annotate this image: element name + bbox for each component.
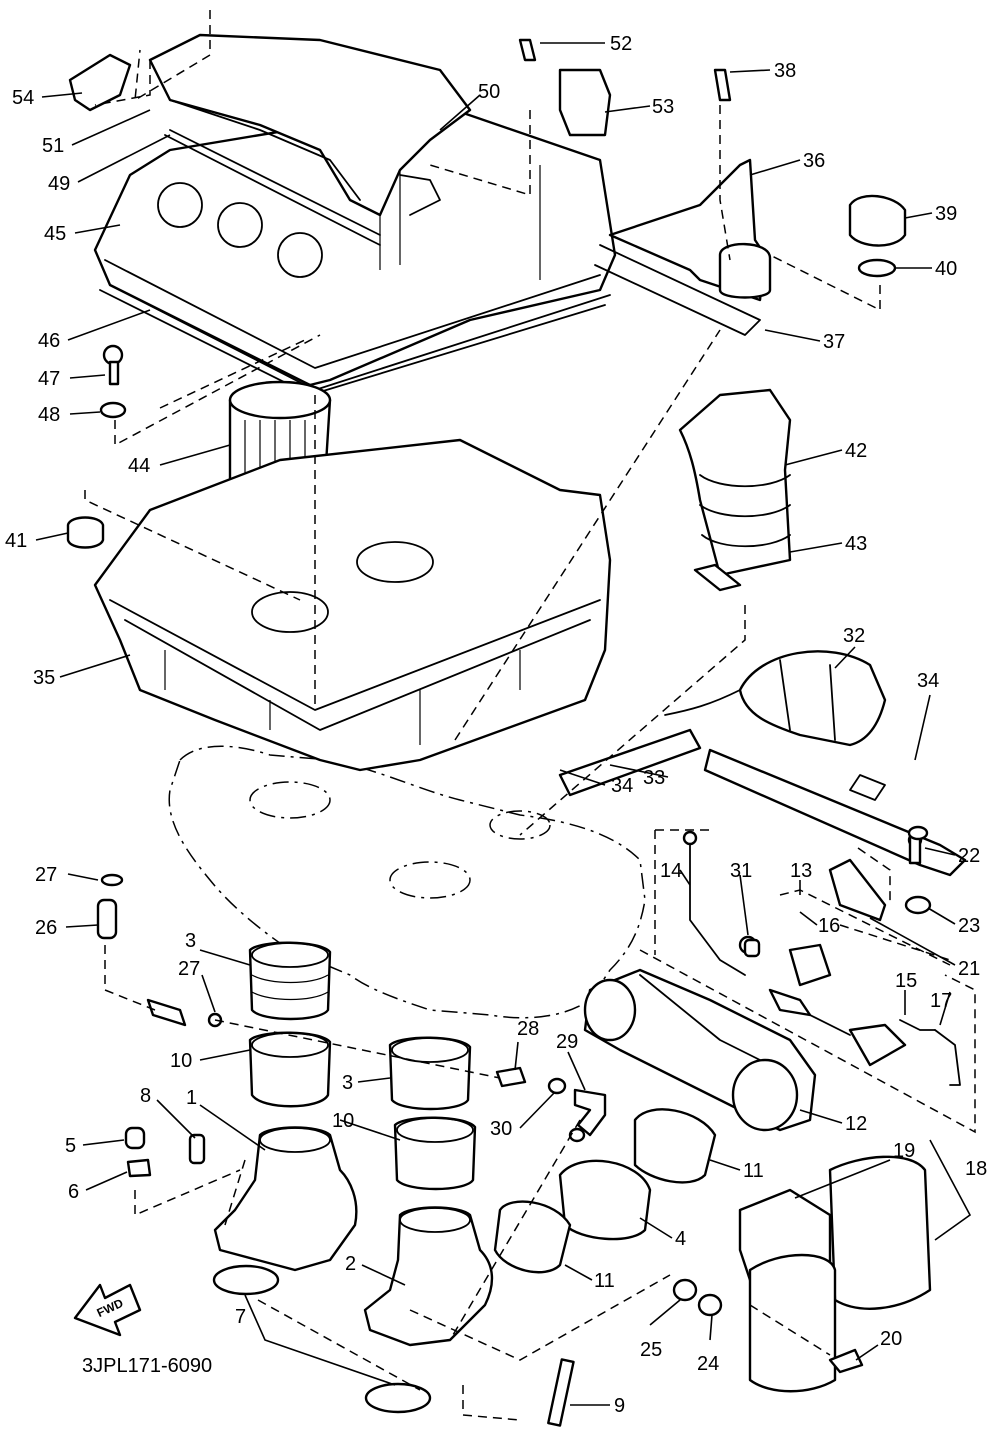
callout-17: 17 xyxy=(930,990,952,1012)
intake-hose xyxy=(678,388,792,592)
callout-50: 50 xyxy=(478,81,500,103)
callout-20: 20 xyxy=(880,1328,902,1350)
engine-phantom-outline xyxy=(168,745,646,1019)
callout-31: 31 xyxy=(730,860,752,882)
callout-32: 32 xyxy=(843,625,865,647)
callout-23: 23 xyxy=(958,915,980,937)
callout-22: 22 xyxy=(958,845,980,867)
callout-8: 8 xyxy=(140,1085,151,1107)
callout-6: 6 xyxy=(68,1181,79,1203)
callout-34-lower: 34 xyxy=(611,775,633,797)
callout-45: 45 xyxy=(44,223,66,245)
callout-1: 1 xyxy=(186,1087,197,1109)
callout-54: 54 xyxy=(12,87,34,109)
throttle-joints xyxy=(493,1108,717,1274)
callout-labels: 54 51 49 45 46 47 48 44 41 35 52 50 53 3… xyxy=(5,33,987,1417)
sensor-bracket xyxy=(594,158,772,336)
leader-lines xyxy=(35,42,972,1406)
callout-13: 13 xyxy=(790,860,812,882)
throttle-body xyxy=(583,968,817,1132)
intake-manifolds xyxy=(212,1126,494,1414)
canister-and-hoses xyxy=(558,650,967,877)
callout-3-lower: 3 xyxy=(342,1072,353,1094)
callout-19: 19 xyxy=(893,1140,915,1162)
intake-duct xyxy=(148,33,472,236)
callout-7: 7 xyxy=(235,1306,246,1328)
callout-12: 12 xyxy=(845,1113,867,1135)
callout-47: 47 xyxy=(38,368,60,390)
callout-28: 28 xyxy=(517,1018,539,1040)
callout-27-upper: 27 xyxy=(35,864,57,886)
callout-43: 43 xyxy=(845,533,867,555)
heat-shields xyxy=(738,1155,932,1393)
callout-4: 4 xyxy=(675,1228,686,1250)
callout-9: 9 xyxy=(614,1395,625,1417)
callout-24: 24 xyxy=(697,1353,719,1375)
callout-34-upper: 34 xyxy=(917,670,939,692)
callout-10-lower: 10 xyxy=(332,1110,354,1132)
callout-26: 26 xyxy=(35,917,57,939)
callout-5: 5 xyxy=(65,1135,76,1157)
callout-48: 48 xyxy=(38,404,60,426)
airbox-case xyxy=(93,438,612,772)
callout-18: 18 xyxy=(965,1158,987,1180)
callout-52: 52 xyxy=(610,33,632,55)
callout-10-upper: 10 xyxy=(170,1050,192,1072)
callout-39: 39 xyxy=(935,203,957,225)
callout-42: 42 xyxy=(845,440,867,462)
callout-21: 21 xyxy=(958,958,980,980)
intake-joints xyxy=(248,941,477,1191)
callout-49: 49 xyxy=(48,173,70,195)
assembly-lines xyxy=(84,10,976,1421)
callout-14: 14 xyxy=(660,860,682,882)
small-parts xyxy=(66,38,929,1427)
callout-53: 53 xyxy=(652,96,674,118)
callout-11-upper: 11 xyxy=(743,1160,764,1182)
diagram-code: 3JPL171-6090 xyxy=(82,1355,212,1377)
sensor-wiring xyxy=(682,830,961,1086)
callout-15: 15 xyxy=(895,970,917,992)
callout-46: 46 xyxy=(38,330,60,352)
callout-27-lower: 27 xyxy=(178,958,200,980)
callout-37: 37 xyxy=(823,331,845,353)
callout-33: 33 xyxy=(643,767,665,789)
callout-3-upper: 3 xyxy=(185,930,196,952)
callout-25: 25 xyxy=(640,1339,662,1361)
callout-38: 38 xyxy=(774,60,796,82)
cover-seal xyxy=(164,134,381,246)
callout-44: 44 xyxy=(128,455,150,477)
callout-16: 16 xyxy=(818,915,840,937)
callout-30: 30 xyxy=(490,1118,512,1140)
callout-11-lower: 11 xyxy=(594,1270,615,1292)
callout-36: 36 xyxy=(803,150,825,172)
forward-arrow-icon: FWD xyxy=(73,1283,142,1337)
callout-51: 51 xyxy=(42,135,64,157)
callout-2: 2 xyxy=(345,1253,356,1275)
callout-29: 29 xyxy=(556,1031,578,1053)
callout-41: 41 xyxy=(5,530,27,552)
callout-35: 35 xyxy=(33,667,55,689)
callout-40: 40 xyxy=(935,258,957,280)
